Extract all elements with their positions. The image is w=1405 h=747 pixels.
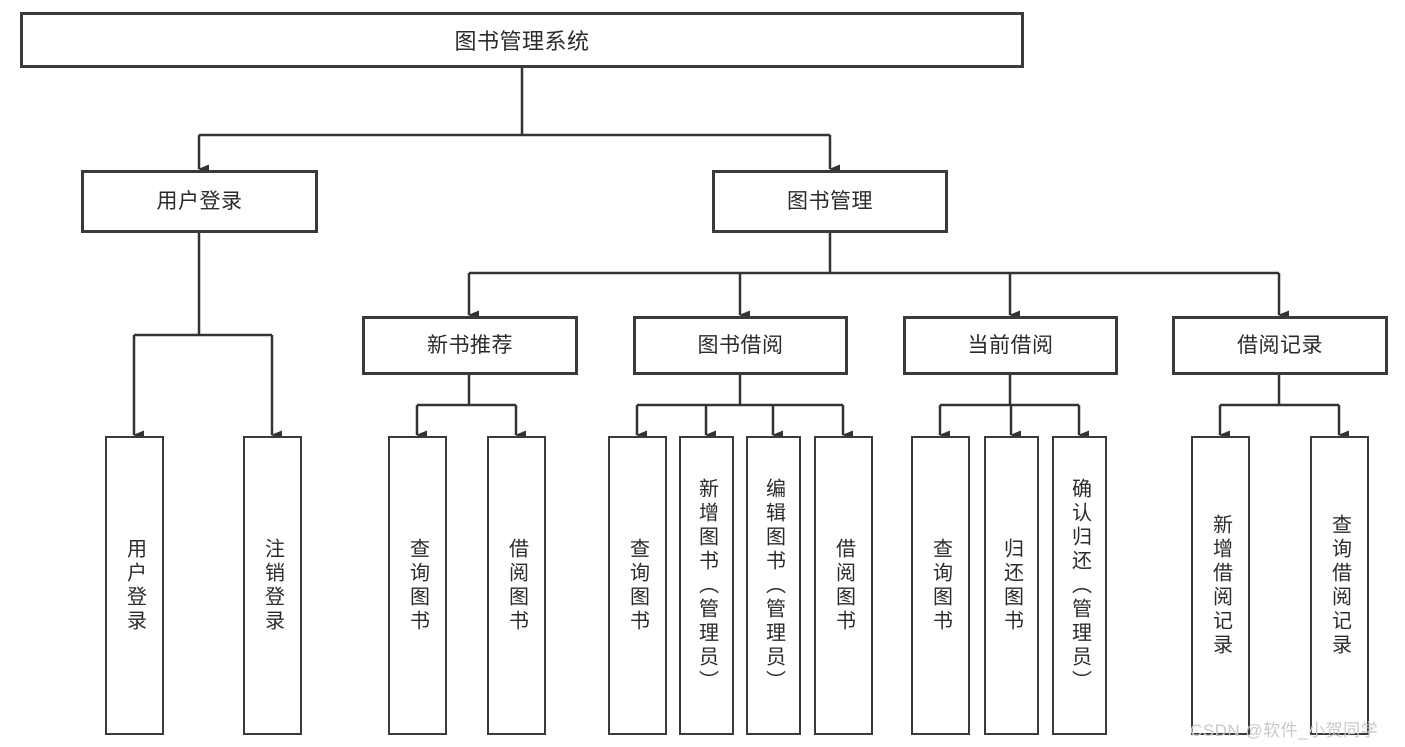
node-label-leaf-query-book-1: 查询图书 bbox=[406, 537, 429, 634]
node-leaf-edit-book[interactable]: 编辑图书（管理员） bbox=[746, 436, 801, 735]
node-label-leaf-borrow-book-2: 借阅图书 bbox=[832, 537, 855, 634]
node-leaf-confirm-return[interactable]: 确认归还（管理员） bbox=[1052, 436, 1107, 735]
node-leaf-query-book-1[interactable]: 查询图书 bbox=[388, 436, 447, 735]
node-label-leaf-add-record: 新增借阅记录 bbox=[1209, 513, 1232, 658]
node-current-borrow[interactable]: 当前借阅 bbox=[903, 316, 1118, 375]
node-book-manage[interactable]: 图书管理 bbox=[712, 170, 948, 233]
node-label-leaf-borrow-book-1: 借阅图书 bbox=[505, 537, 528, 634]
node-leaf-add-record[interactable]: 新增借阅记录 bbox=[1191, 436, 1250, 735]
node-leaf-return-book[interactable]: 归还图书 bbox=[984, 436, 1039, 735]
node-leaf-query-book-2[interactable]: 查询图书 bbox=[608, 436, 667, 735]
node-label-leaf-edit-book: 编辑图书（管理员） bbox=[762, 477, 785, 694]
node-label-leaf-user-login: 用户登录 bbox=[123, 537, 146, 634]
node-label-book-manage: 图书管理 bbox=[787, 189, 873, 213]
node-book-borrow[interactable]: 图书借阅 bbox=[633, 316, 848, 375]
node-label-leaf-query-record: 查询借阅记录 bbox=[1328, 513, 1351, 658]
node-label-leaf-return-book: 归还图书 bbox=[1000, 537, 1023, 634]
node-label-new-book-recommend: 新书推荐 bbox=[427, 333, 513, 357]
node-label-leaf-user-logout: 注销登录 bbox=[261, 537, 284, 634]
node-borrow-record[interactable]: 借阅记录 bbox=[1172, 316, 1388, 375]
node-label-user-login: 用户登录 bbox=[156, 189, 243, 213]
node-leaf-borrow-book-2[interactable]: 借阅图书 bbox=[814, 436, 873, 735]
node-leaf-borrow-book-1[interactable]: 借阅图书 bbox=[487, 436, 546, 735]
node-label-leaf-query-book-2: 查询图书 bbox=[626, 537, 649, 634]
node-leaf-add-book[interactable]: 新增图书（管理员） bbox=[679, 436, 734, 735]
node-label-root: 图书管理系统 bbox=[454, 29, 590, 54]
node-new-book-recommend[interactable]: 新书推荐 bbox=[362, 316, 578, 375]
node-label-current-borrow: 当前借阅 bbox=[967, 333, 1054, 357]
node-leaf-user-login[interactable]: 用户登录 bbox=[105, 436, 164, 735]
node-label-leaf-query-book-3: 查询图书 bbox=[929, 537, 952, 634]
node-leaf-user-logout[interactable]: 注销登录 bbox=[243, 436, 302, 735]
node-leaf-query-book-3[interactable]: 查询图书 bbox=[911, 436, 970, 735]
node-user-login[interactable]: 用户登录 bbox=[81, 170, 318, 233]
node-label-book-borrow: 图书借阅 bbox=[697, 333, 784, 357]
node-label-borrow-record: 借阅记录 bbox=[1237, 333, 1323, 357]
node-leaf-query-record[interactable]: 查询借阅记录 bbox=[1310, 436, 1369, 735]
node-root[interactable]: 图书管理系统 bbox=[20, 12, 1024, 68]
node-label-leaf-confirm-return: 确认归还（管理员） bbox=[1068, 477, 1091, 694]
node-label-leaf-add-book: 新增图书（管理员） bbox=[695, 477, 718, 694]
